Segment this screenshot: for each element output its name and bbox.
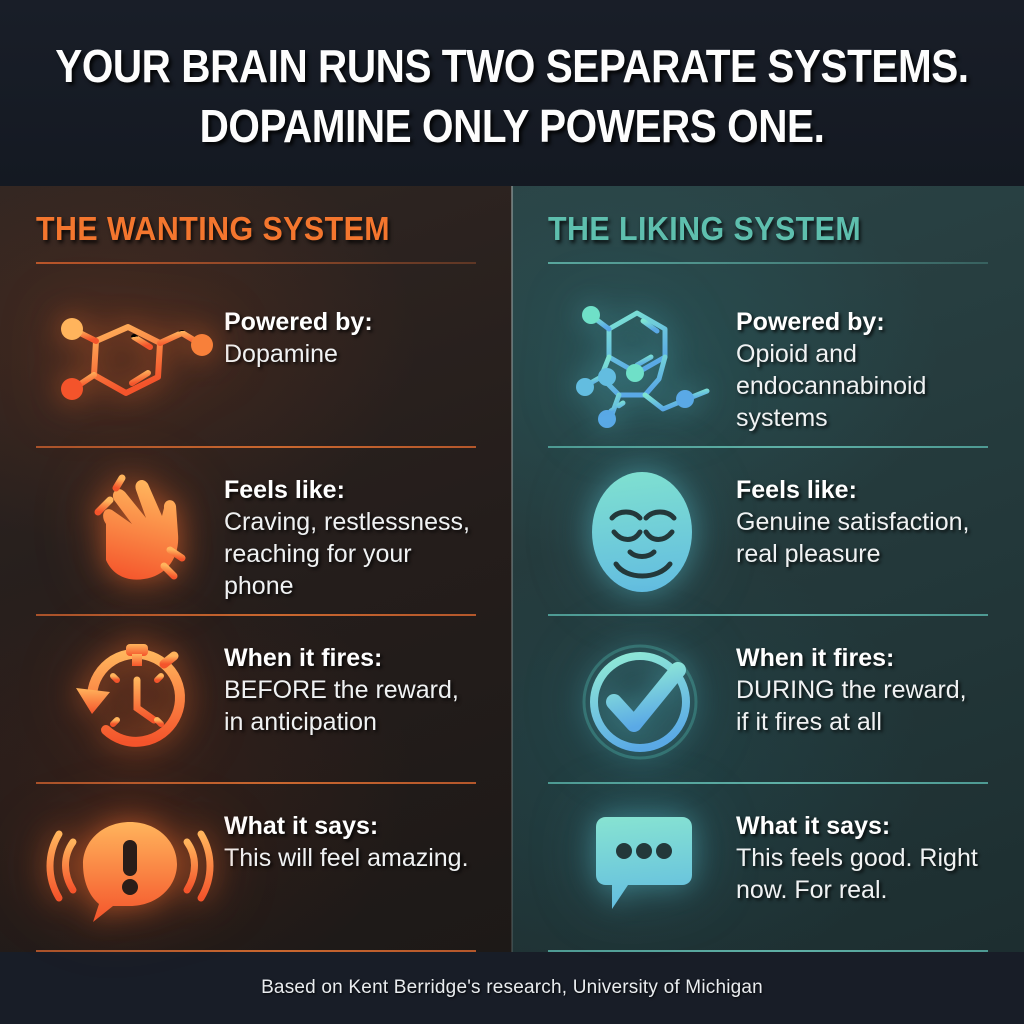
chat-bubble-dots-icon [548, 798, 736, 938]
row-label: Feels like: [224, 476, 345, 504]
wanting-system-title: THE WANTING SYSTEM [36, 210, 391, 247]
column-wanting-system: THE WANTING SYSTEM [0, 186, 512, 952]
title-line-2: DOPAMINE ONLY POWERS ONE. [199, 100, 825, 152]
liking-row-1-text: Powered by: Opioid and endocannabinoid s… [736, 294, 988, 434]
table-row: Powered by: Dopamine [36, 280, 476, 448]
liking-row-4-text: What it says: This feels good. Right now… [736, 798, 988, 906]
table-row: Feels like: Genuine satisfaction, real p… [548, 448, 988, 616]
opioid-molecule-icon [548, 294, 736, 434]
row-label: Powered by: [736, 308, 885, 336]
row-value: Opioid and endocannabinoid systems [736, 340, 927, 432]
table-row: Feels like: Craving, restlessness, reach… [36, 448, 476, 616]
title-line-1: YOUR BRAIN RUNS TWO SEPARATE SYSTEMS. [55, 40, 969, 92]
wanting-rows: Powered by: Dopamine [36, 280, 476, 952]
row-label: Powered by: [224, 308, 373, 336]
row-label: When it fires: [224, 644, 383, 672]
row-label: What it says: [224, 812, 379, 840]
dopamine-molecule-icon [36, 294, 224, 434]
wanting-row-3-text: When it fires: BEFORE the reward, in ant… [224, 630, 476, 738]
title-band: YOUR BRAIN RUNS TWO SEPARATE SYSTEMS. DO… [0, 0, 1024, 186]
stopwatch-rewind-icon [36, 630, 224, 770]
wanting-heading-block: THE WANTING SYSTEM [36, 186, 476, 280]
column-divider [511, 186, 513, 952]
table-row: What it says: This will feel amazing. [36, 784, 476, 952]
liking-row-3-text: When it fires: DURING the reward, if it … [736, 630, 988, 738]
shouting-speech-bubble-icon [36, 798, 224, 938]
liking-system-title: THE LIKING SYSTEM [548, 210, 862, 247]
row-value: Craving, restlessness, reaching for your… [224, 508, 470, 600]
wanting-row-1-text: Powered by: Dopamine [224, 294, 476, 370]
table-row: When it fires: BEFORE the reward, in ant… [36, 616, 476, 784]
liking-heading-block: THE LIKING SYSTEM [548, 186, 988, 280]
liking-rows: Powered by: Opioid and endocannabinoid s… [548, 280, 988, 952]
column-liking-system: THE LIKING SYSTEM [512, 186, 1024, 952]
wanting-row-4-text: What it says: This will feel amazing. [224, 798, 476, 874]
liking-heading-rule [548, 262, 988, 264]
content-face-icon [548, 462, 736, 602]
row-value: Dopamine [224, 340, 338, 368]
table-row: What it says: This feels good. Right now… [548, 784, 988, 952]
row-label: Feels like: [736, 476, 857, 504]
row-value: BEFORE the reward, in anticipation [224, 676, 459, 736]
row-value: This will feel amazing. [224, 844, 469, 872]
check-circle-icon [548, 630, 736, 770]
table-row: Powered by: Opioid and endocannabinoid s… [548, 280, 988, 448]
attribution-text: Based on Kent Berridge's research, Unive… [261, 977, 763, 998]
row-value: DURING the reward, if it fires at all [736, 676, 967, 736]
footer-band: Based on Kent Berridge's research, Unive… [0, 952, 1024, 1024]
wanting-heading-rule [36, 262, 476, 264]
row-label: What it says: [736, 812, 891, 840]
liking-row-2-text: Feels like: Genuine satisfaction, real p… [736, 462, 988, 570]
row-label: When it fires: [736, 644, 895, 672]
table-row: When it fires: DURING the reward, if it … [548, 616, 988, 784]
row-value: Genuine satisfaction, real pleasure [736, 508, 970, 568]
comparison-columns: THE WANTING SYSTEM [0, 186, 1024, 952]
wanting-row-2-text: Feels like: Craving, restlessness, reach… [224, 462, 476, 602]
reaching-hand-icon [36, 462, 224, 602]
row-value: This feels good. Right now. For real. [736, 844, 978, 904]
